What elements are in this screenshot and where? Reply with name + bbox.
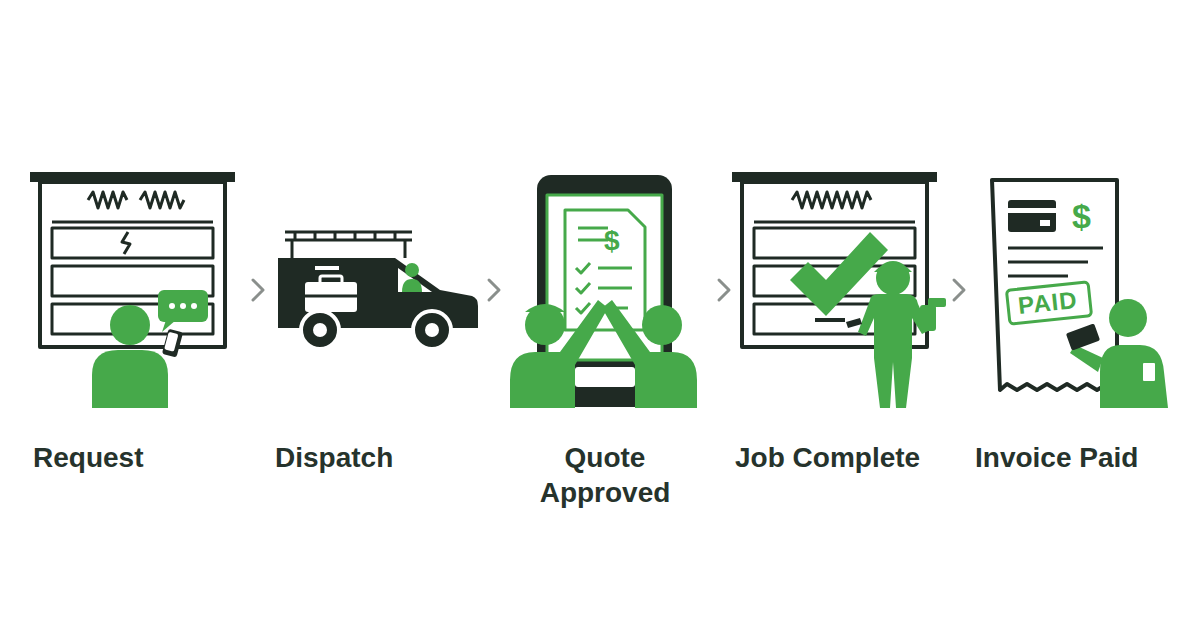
- step-chevron: [489, 280, 499, 300]
- paid-stamp: PAID: [1017, 288, 1079, 318]
- step-label: Request: [33, 440, 143, 475]
- chevron-path: [719, 280, 729, 300]
- chevron-path: [489, 280, 499, 300]
- step-chevron: [719, 280, 729, 300]
- currency-sign: $: [1072, 199, 1091, 233]
- currency-sign: $: [604, 227, 620, 255]
- step-label: Job Complete: [735, 440, 920, 475]
- step-label: Invoice Paid: [975, 440, 1138, 475]
- process-step: Request: [33, 170, 233, 510]
- step-chevron: [954, 280, 964, 300]
- step-label: Quote Approved: [505, 440, 705, 510]
- process-step: Job Complete: [735, 170, 935, 510]
- chevron-path: [253, 280, 263, 300]
- process-step: Quote Approved: [505, 170, 705, 510]
- chevron-path: [954, 280, 964, 300]
- process-step: Dispatch: [275, 170, 475, 510]
- step-chevron: [253, 280, 263, 300]
- step-label: Dispatch: [275, 440, 393, 475]
